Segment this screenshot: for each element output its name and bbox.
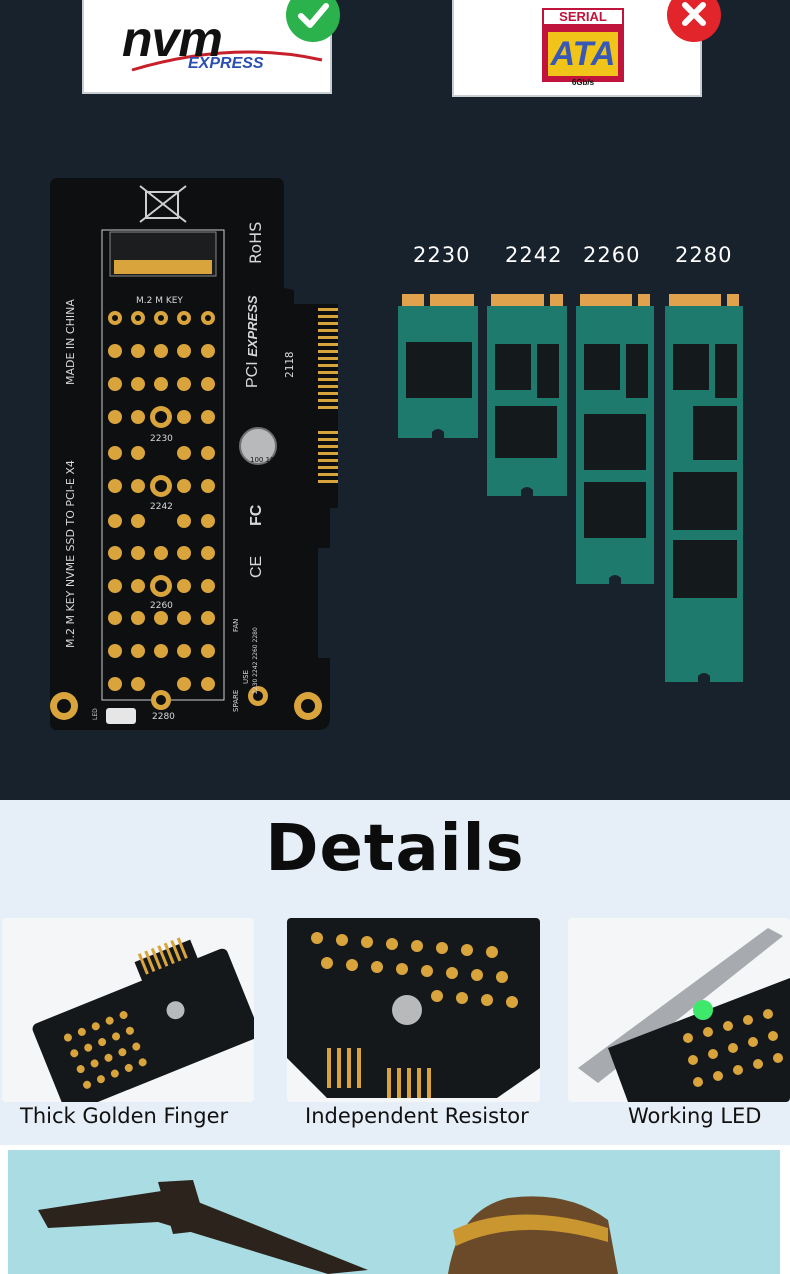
product-name-label: M.2 M KEY NVME SSD TO PCI-E X4 xyxy=(64,460,77,648)
pos-label-2280: 2280 xyxy=(152,712,175,722)
ssd-2230 xyxy=(398,294,478,438)
spare-label: SPARE xyxy=(232,689,240,712)
ssd-2242 xyxy=(487,294,567,496)
sata-logo-word: SERIAL xyxy=(542,8,624,26)
capacitor-label: 100 16V VT xyxy=(250,456,280,472)
fan-label: FAN xyxy=(232,618,240,632)
pos-label-2242: 2242 xyxy=(150,502,173,512)
adapter-board xyxy=(50,178,338,730)
use-label: USE xyxy=(242,670,250,684)
ssd-size-label-2280: 2280 xyxy=(675,243,733,267)
sata-logo: SERIAL ATA 6Gb/s xyxy=(542,8,624,88)
check-icon xyxy=(286,0,340,42)
x-icon xyxy=(667,0,721,42)
nvme-logo-sub: EXPRESS xyxy=(188,55,264,72)
led-light xyxy=(106,708,136,724)
caption-working-led: Working LED xyxy=(628,1104,762,1128)
sata-logo-speed: 6Gb/s xyxy=(571,78,595,87)
caption-golden-finger: Thick Golden Finger xyxy=(20,1104,229,1128)
pos-label-2260: 2260 xyxy=(150,601,173,611)
ssd-2280 xyxy=(665,294,743,682)
made-in-china-label: MADE IN CHINA xyxy=(64,299,77,385)
sata-logo-card: SERIAL ATA 6Gb/s xyxy=(452,0,702,97)
compatibility-panel: nvm EXPRESS SERIAL ATA 6Gb/s xyxy=(0,0,790,800)
detail-photo-golden-finger xyxy=(2,918,254,1102)
board-code-label: 2118 xyxy=(283,351,296,379)
fc-mark: FC xyxy=(248,504,265,526)
nvme-logo-word: nvm xyxy=(122,11,223,67)
gold-finger-lower xyxy=(318,431,338,483)
ssd-size-label-2260: 2260 xyxy=(583,243,641,267)
nvme-swoosh-graphic xyxy=(131,50,323,72)
soldier-illustration xyxy=(8,1150,780,1274)
detail-photo-led xyxy=(568,918,790,1102)
pci-label: PCI xyxy=(244,361,261,388)
ssd-size-label-2230: 2230 xyxy=(413,243,471,267)
pcb-outline xyxy=(50,178,338,730)
weee-bin-icon xyxy=(139,185,187,223)
ce-mark: CE xyxy=(248,555,265,578)
promo-banner xyxy=(8,1150,780,1274)
gold-finger-upper xyxy=(318,308,338,409)
ssd-2260 xyxy=(576,294,654,584)
m2-key-label: M.2 M KEY xyxy=(136,296,183,306)
details-title: Details xyxy=(265,812,525,886)
sata-logo-ata: ATA xyxy=(548,32,618,76)
gold-pad-grid xyxy=(108,311,215,691)
rohs-label: RoHS xyxy=(246,221,265,264)
spare-sizes-label: 2230 2242 2260 2280 xyxy=(252,627,259,694)
pci-logo: PCI EXPRESS xyxy=(244,295,262,388)
ssd-size-label-2242: 2242 xyxy=(505,243,563,267)
capacitor xyxy=(239,427,277,465)
caption-independent-resistor: Independent Resistor xyxy=(305,1104,529,1128)
detail-photo-resistor xyxy=(287,918,540,1102)
sata-logo-block: ATA xyxy=(542,26,624,82)
pos-label-2230: 2230 xyxy=(150,434,173,444)
led-label: LED xyxy=(92,708,99,720)
express-label: EXPRESS xyxy=(245,295,260,357)
